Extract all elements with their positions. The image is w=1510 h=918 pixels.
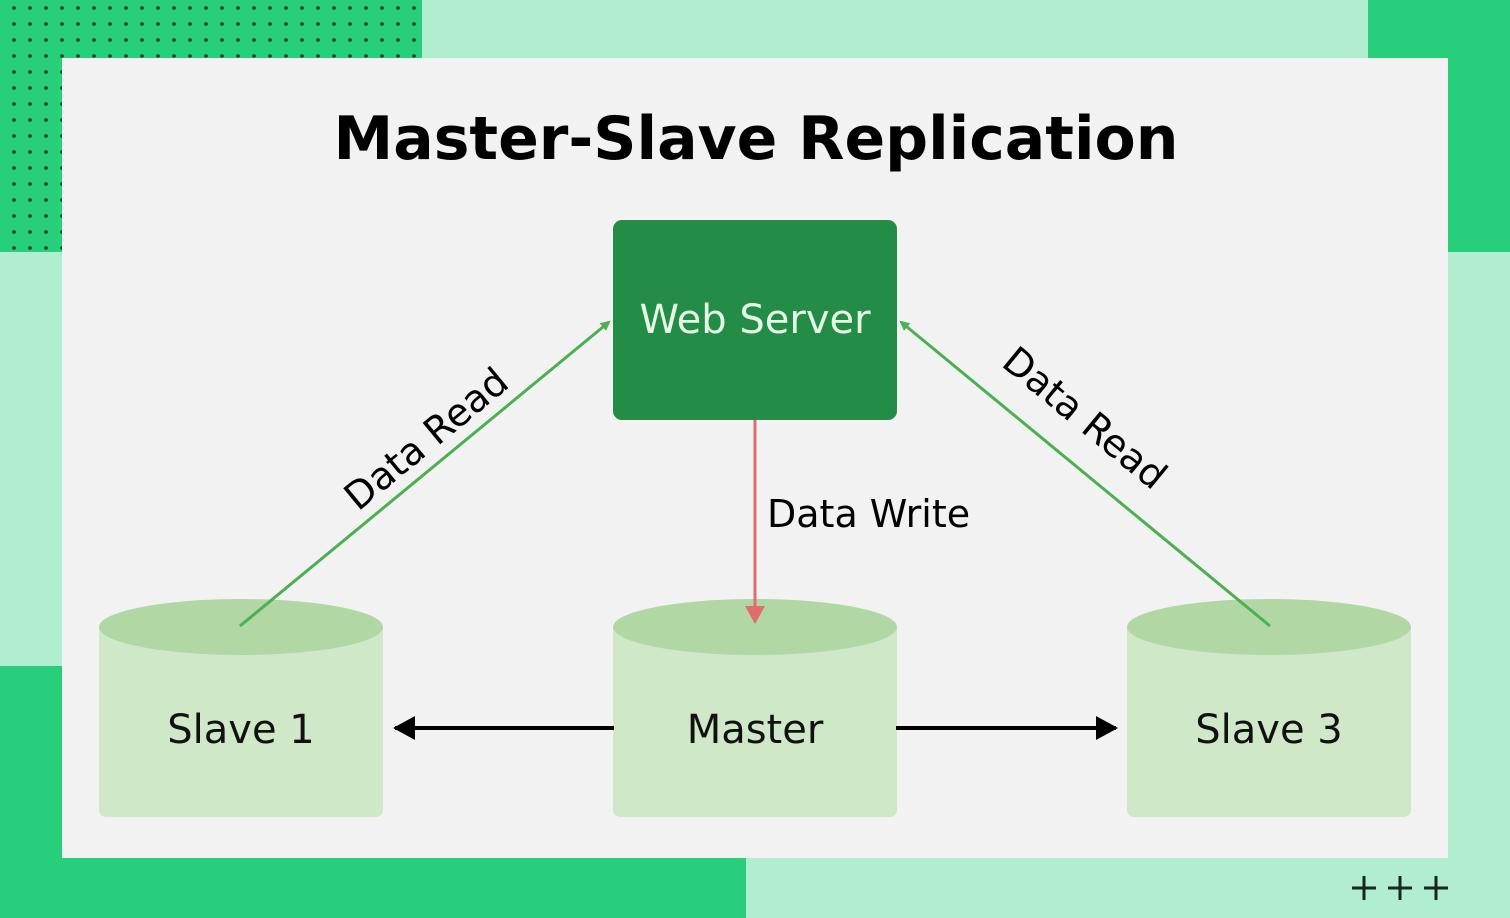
web-server-box [613, 220, 897, 420]
slave-3-node: Slave 3 [1127, 599, 1411, 817]
slave-3-cylinder-body [1127, 627, 1411, 817]
edge-slave1-to-webserver: Data Read [239, 320, 611, 628]
data-read-arrow-left [239, 320, 611, 628]
diagram-title: Master-Slave Replication [334, 104, 1179, 174]
data-read-arrow-right [899, 320, 1271, 628]
plus-icon-group [1352, 876, 1448, 900]
master-cylinder-body [613, 627, 897, 817]
data-read-label-left: Data Read [336, 359, 517, 519]
data-write-label: Data Write [767, 492, 970, 536]
slave-1-label: Slave 1 [167, 707, 314, 753]
master-node: Master [613, 599, 897, 817]
plus-marks-decoration [1352, 876, 1448, 900]
slave-1-node: Slave 1 [99, 599, 383, 817]
edge-webserver-to-master: Data Write [745, 420, 970, 624]
edge-slave3-to-webserver: Data Read [899, 320, 1271, 628]
web-server-label: Web Server [639, 297, 871, 343]
slave-3-label: Slave 3 [1195, 707, 1342, 753]
slave-1-cylinder-body [99, 627, 383, 817]
master-cylinder-top [613, 599, 897, 655]
master-label: Master [687, 707, 824, 753]
web-server-node: Web Server [613, 220, 897, 420]
